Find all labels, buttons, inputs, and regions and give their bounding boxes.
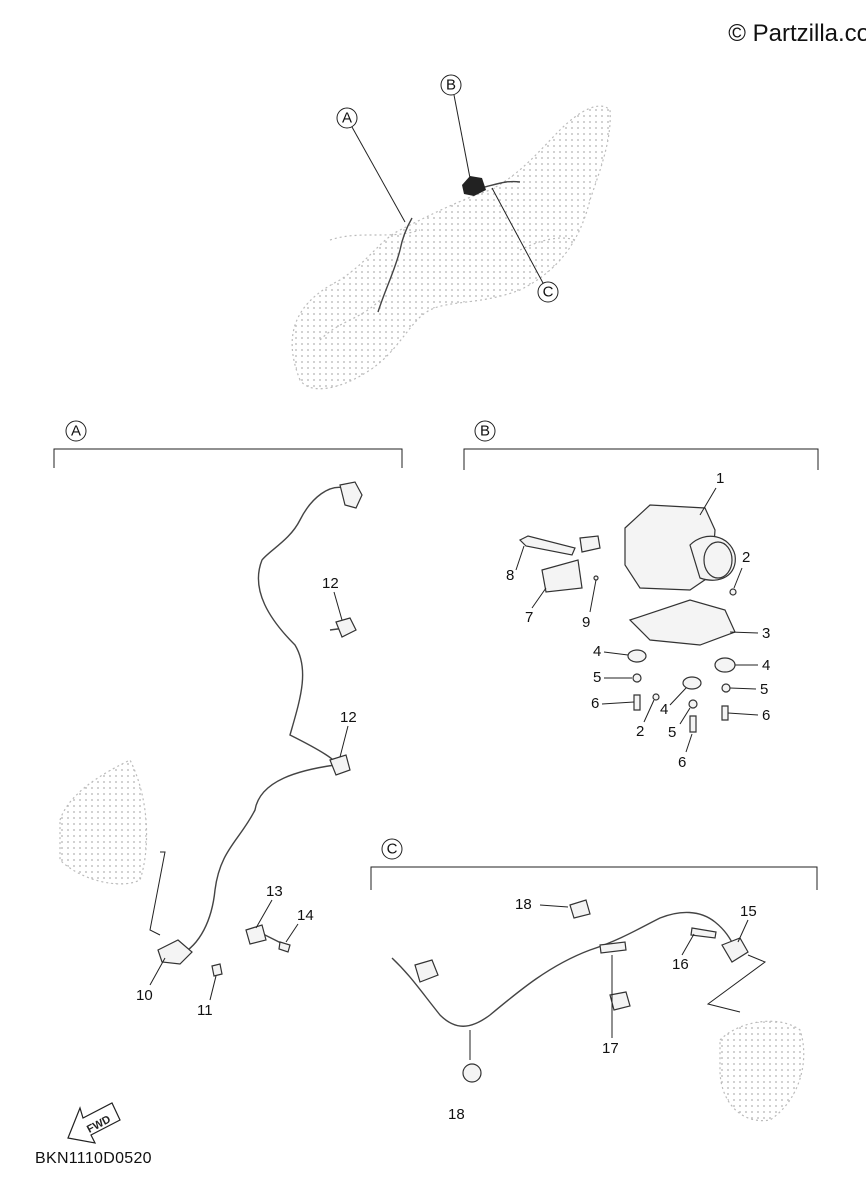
overview-markers: A B C: [336, 74, 559, 303]
callout-b-9: 9: [582, 614, 590, 631]
panel-a: A 12 12 13 14 10 11: [53, 420, 403, 1019]
callout-a-11: 11: [197, 1002, 213, 1019]
panel-c-marker: C: [387, 841, 398, 858]
callout-b-2-upper: 2: [742, 549, 750, 566]
callout-b-1: 1: [716, 470, 724, 487]
callout-a-10: 10: [136, 987, 153, 1004]
overview-marker-c: C: [543, 284, 554, 301]
callout-b-2-lower: 2: [636, 723, 644, 740]
callout-c-18-upper: 18: [515, 896, 532, 913]
panel-a-marker: A: [71, 423, 81, 440]
fwd-arrow-icon: FWD: [67, 1102, 121, 1144]
callout-a-13: 13: [266, 883, 283, 900]
overview-marker-a: A: [342, 110, 352, 127]
panel-c-callouts: 18 15 16 17 18: [448, 896, 757, 1123]
panel-c: C 18 15 16 17 18: [370, 838, 818, 1123]
callout-b-6-center: 6: [678, 754, 686, 771]
callout-a-14: 14: [297, 907, 314, 924]
callout-b-8: 8: [506, 567, 514, 584]
diagram-code: BKN1110D0520: [35, 1150, 152, 1167]
callout-c-15: 15: [740, 903, 757, 920]
panel-b-marker: B: [480, 423, 490, 440]
callout-b-4-center: 4: [660, 701, 668, 718]
callout-b-7: 7: [525, 609, 533, 626]
panel-b-callouts: 1 2 8 7 9 3 4 4 5 5 6 6 4 2: [506, 470, 770, 771]
copyright-notice: © Partzilla.com: [728, 20, 866, 47]
callout-b-6-left: 6: [591, 695, 599, 712]
panel-b: B 1 2 8 7 9: [463, 420, 819, 771]
callout-c-16: 16: [672, 956, 689, 973]
callout-b-4-right: 4: [762, 657, 770, 674]
callout-b-5-left: 5: [593, 669, 601, 686]
callout-a-12-lower: 12: [340, 709, 357, 726]
callout-b-4-left: 4: [593, 643, 601, 660]
overview-marker-b: B: [446, 77, 456, 94]
overview-frame-illustration: [291, 105, 611, 390]
callout-c-18-lower: 18: [448, 1106, 465, 1123]
callout-b-3: 3: [762, 625, 770, 642]
panel-a-callouts: 12 12 13 14 10 11: [136, 575, 357, 1019]
callout-b-5-center: 5: [668, 724, 676, 741]
callout-b-6-right: 6: [762, 707, 770, 724]
callout-c-17: 17: [602, 1040, 619, 1057]
callout-b-5-right: 5: [760, 681, 768, 698]
callout-a-12-upper: 12: [322, 575, 339, 592]
